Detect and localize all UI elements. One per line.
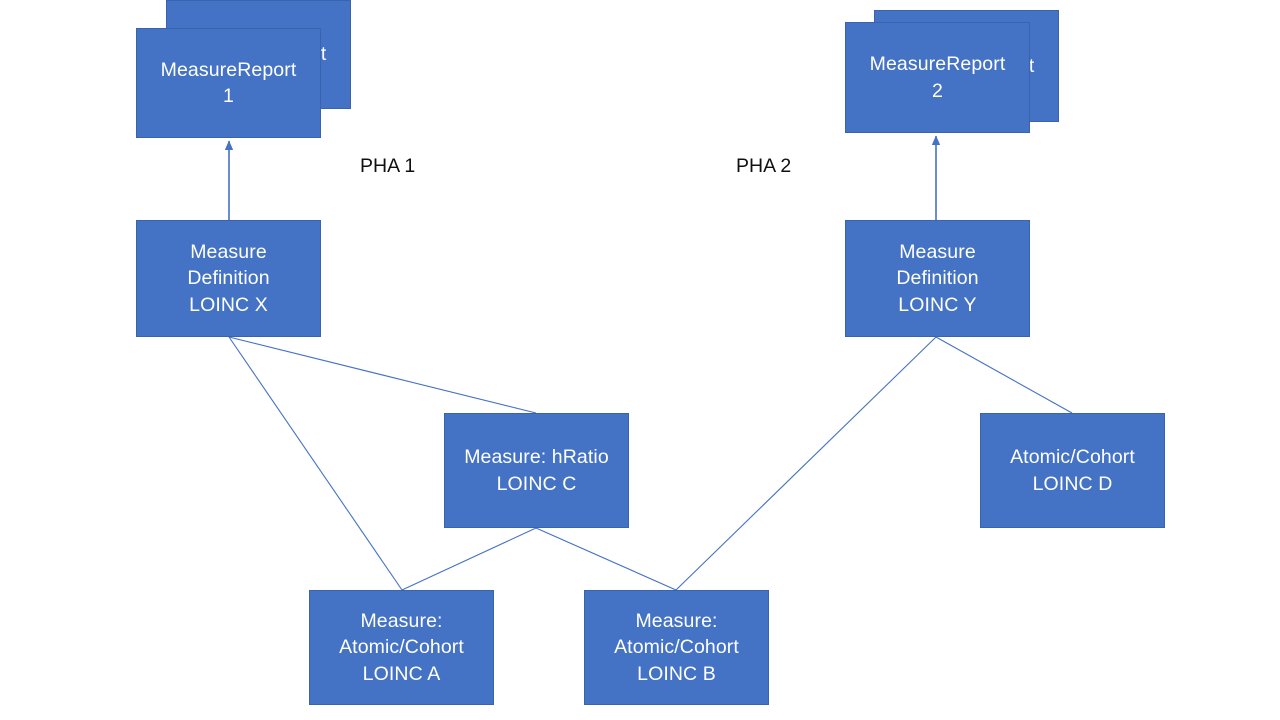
atomic-cohort-loinc-d[interactable]: Atomic/Cohort LOINC D: [980, 413, 1165, 528]
measure-hratio-loinc-c-label: Measure: hRatio LOINC C: [464, 446, 609, 495]
measure-atomic-cohort-loinc-b-label: Measure: Atomic/Cohort LOINC B: [614, 610, 739, 685]
atomic-cohort-loinc-d-label: Atomic/Cohort LOINC D: [1010, 446, 1135, 495]
measure-report-1-stack-front[interactable]: MeasureReport 1: [136, 28, 321, 138]
measure-report-2-stack-front[interactable]: MeasureReport 2: [845, 22, 1030, 133]
group-label-pha-1: PHA 1: [360, 155, 416, 177]
measure-definition-loinc-y-label: Measure Definition LOINC Y: [896, 241, 979, 316]
measure-report-2-stack-front-label: MeasureReport 2: [869, 53, 1006, 102]
measure-definition-loinc-y[interactable]: Measure Definition LOINC Y: [845, 220, 1030, 337]
measure-atomic-cohort-loinc-a[interactable]: Measure: Atomic/Cohort LOINC A: [309, 590, 494, 705]
measure-definition-loinc-x-label: Measure Definition LOINC X: [187, 241, 270, 316]
measure-hratio-loinc-c[interactable]: Measure: hRatio LOINC C: [444, 413, 629, 528]
edge-def-y-to-atomic-d: [935, 336, 1073, 414]
edge-def-x-to-hratio-c: [228, 336, 537, 414]
edge-hratio-c-to-atomic-b: [535, 527, 677, 591]
measure-report-1-stack-front-label: MeasureReport 1: [160, 58, 297, 107]
edge-hratio-c-to-atomic-a: [401, 527, 537, 591]
edge-def-x-to-atomic-a: [228, 336, 403, 591]
group-label-pha-2: PHA 2: [736, 155, 792, 177]
measure-atomic-cohort-loinc-b[interactable]: Measure: Atomic/Cohort LOINC B: [584, 590, 769, 705]
edge-def-y-to-atomic-b: [675, 336, 937, 591]
measure-atomic-cohort-loinc-a-label: Measure: Atomic/Cohort LOINC A: [339, 610, 464, 685]
measure-definition-loinc-x[interactable]: Measure Definition LOINC X: [136, 220, 321, 337]
